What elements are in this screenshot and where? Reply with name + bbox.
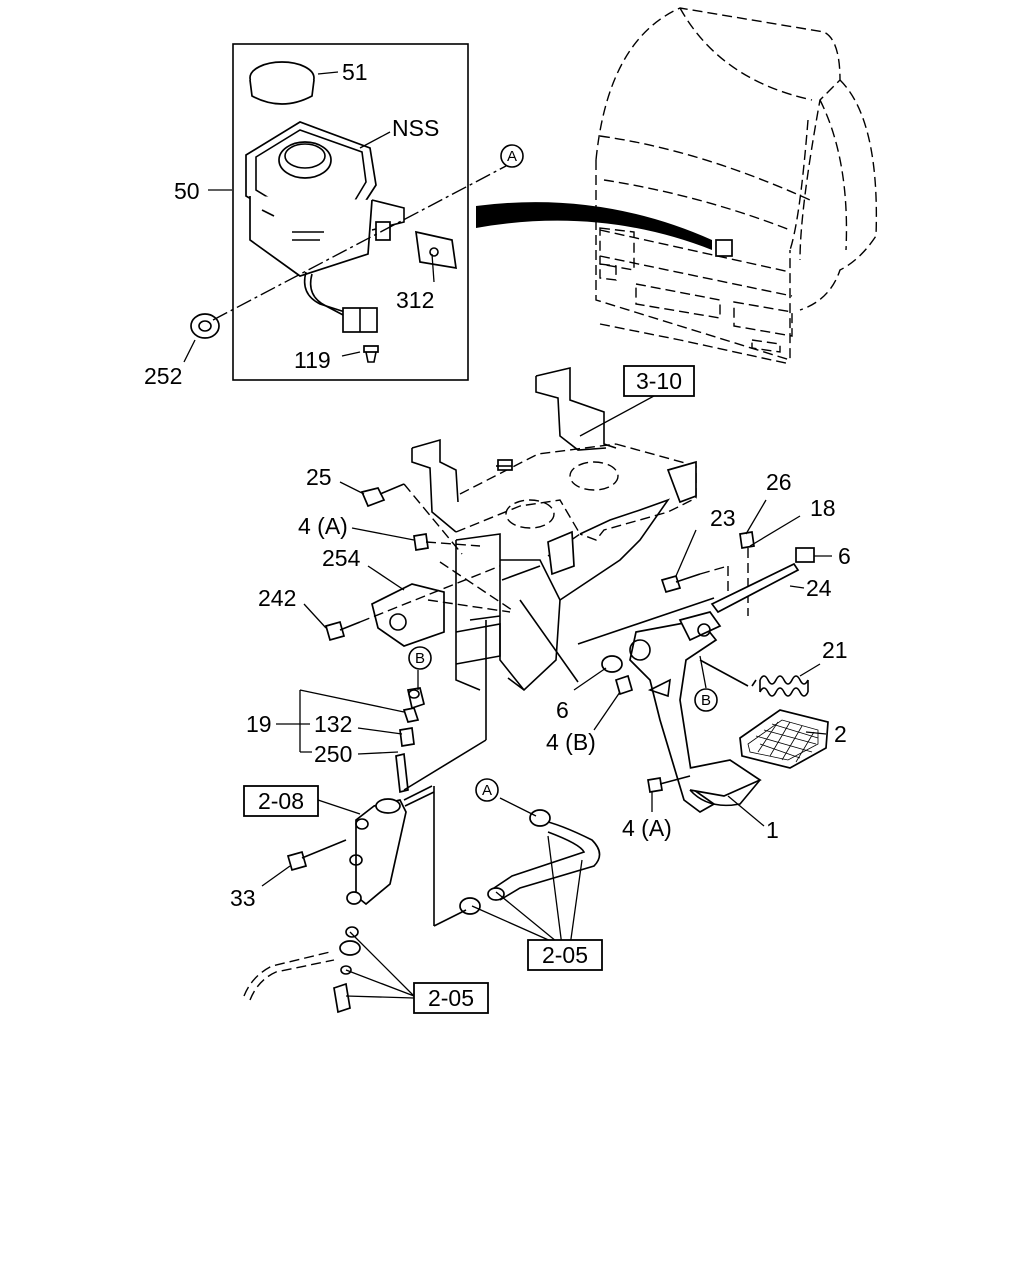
marker-a-bottom — [475, 778, 499, 802]
label-2: 2 — [834, 721, 847, 747]
label-250: 250 — [314, 741, 352, 767]
bushing-6-mid — [601, 655, 623, 673]
bolt-242 — [324, 620, 346, 642]
label-254: 254 — [322, 545, 361, 571]
plate-254 — [371, 583, 445, 647]
location-arrow — [476, 202, 712, 250]
label-24: 24 — [806, 575, 832, 601]
bolt-4b — [614, 674, 634, 696]
ref-box-2-08 — [243, 785, 319, 817]
nut-250 — [399, 727, 415, 747]
spring-21 — [751, 675, 809, 697]
marker-a-top — [500, 144, 524, 168]
leader-lines — [261, 481, 832, 999]
bolt-2-05 — [333, 982, 351, 1014]
label-1: 1 — [766, 817, 779, 843]
bolt-23 — [660, 574, 682, 594]
label-242: 242 — [258, 585, 296, 611]
label-50: 50 — [174, 178, 200, 204]
marker-a-bottom-text: A — [482, 782, 492, 799]
label-19: 19 — [246, 711, 272, 737]
nut-26 — [739, 531, 755, 549]
label-4a-top: 4 (A) — [298, 513, 348, 539]
label-2-05-bottom: 2-05 — [428, 985, 474, 1011]
pedal-pad — [739, 709, 829, 769]
reservoir-inset — [183, 43, 507, 381]
label-6-mid: 6 — [556, 697, 569, 723]
label-119: 119 — [294, 347, 331, 373]
marker-b-right-text: B — [701, 692, 711, 709]
label-6-right: 6 — [838, 543, 851, 569]
ref-box-2-05-bottom — [413, 982, 489, 1014]
master-cylinder — [243, 620, 487, 1014]
bolt-4a-bottom — [647, 777, 663, 793]
label-312: 312 — [396, 287, 434, 313]
bushing-6-right — [795, 547, 815, 563]
label-4b: 4 (B) — [546, 729, 596, 755]
label-33: 33 — [230, 885, 256, 911]
label-3-10: 3-10 — [636, 368, 682, 394]
marker-b-left-text: B — [415, 650, 425, 667]
bolt-4a-top — [413, 533, 429, 551]
label-26: 26 — [766, 469, 792, 495]
label-132: 132 — [314, 711, 352, 737]
screw-119 — [363, 345, 379, 363]
ref-box-3-10 — [623, 365, 695, 397]
label-nss: NSS — [392, 115, 439, 141]
bolt-33 — [286, 850, 308, 872]
nut-252 — [190, 313, 220, 339]
label-2-08: 2-08 — [258, 788, 304, 814]
marker-b-right — [694, 688, 718, 712]
label-2-05-mid: 2-05 — [542, 942, 588, 968]
marker-a-top-text: A — [507, 148, 517, 165]
clutch-pedal — [629, 611, 829, 814]
reservoir-cap — [249, 61, 315, 105]
fasteners-left — [324, 483, 513, 642]
ref-box-2-05-mid — [527, 939, 603, 971]
label-18: 18 — [810, 495, 836, 521]
label-23: 23 — [710, 505, 736, 531]
shaft-24 — [710, 562, 800, 614]
truck-cab — [476, 7, 878, 365]
label-21: 21 — [822, 637, 848, 663]
pin-132 — [402, 707, 420, 723]
inset-frame — [232, 43, 469, 381]
reservoir-body — [245, 121, 405, 333]
bracket-312 — [414, 230, 458, 270]
label-4a-bottom: 4 (A) — [622, 815, 672, 841]
label-252: 252 — [144, 363, 182, 389]
label-25: 25 — [306, 464, 332, 490]
bolt-25 — [360, 487, 386, 508]
pedal-shaft — [519, 531, 815, 696]
marker-b-left — [408, 646, 432, 670]
label-51: 51 — [342, 59, 368, 85]
reservoir-location — [715, 239, 733, 257]
hose — [433, 786, 601, 927]
pedal-bracket — [371, 366, 697, 692]
